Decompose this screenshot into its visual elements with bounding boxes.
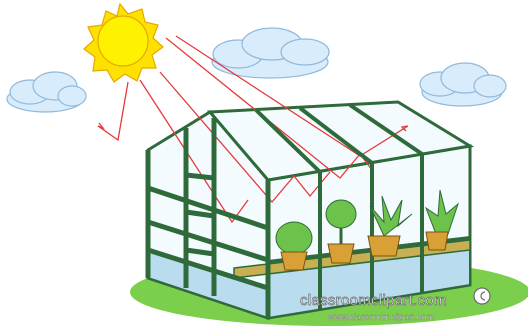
- cloud-left: [7, 72, 86, 112]
- watermark-text: classroomclipart.com: [300, 292, 447, 309]
- watermark-url: www.classroomclipart.com: [327, 312, 434, 322]
- copyright-circle-icon: [474, 288, 490, 304]
- sun-icon: [84, 4, 163, 82]
- cloud-right: [420, 63, 506, 106]
